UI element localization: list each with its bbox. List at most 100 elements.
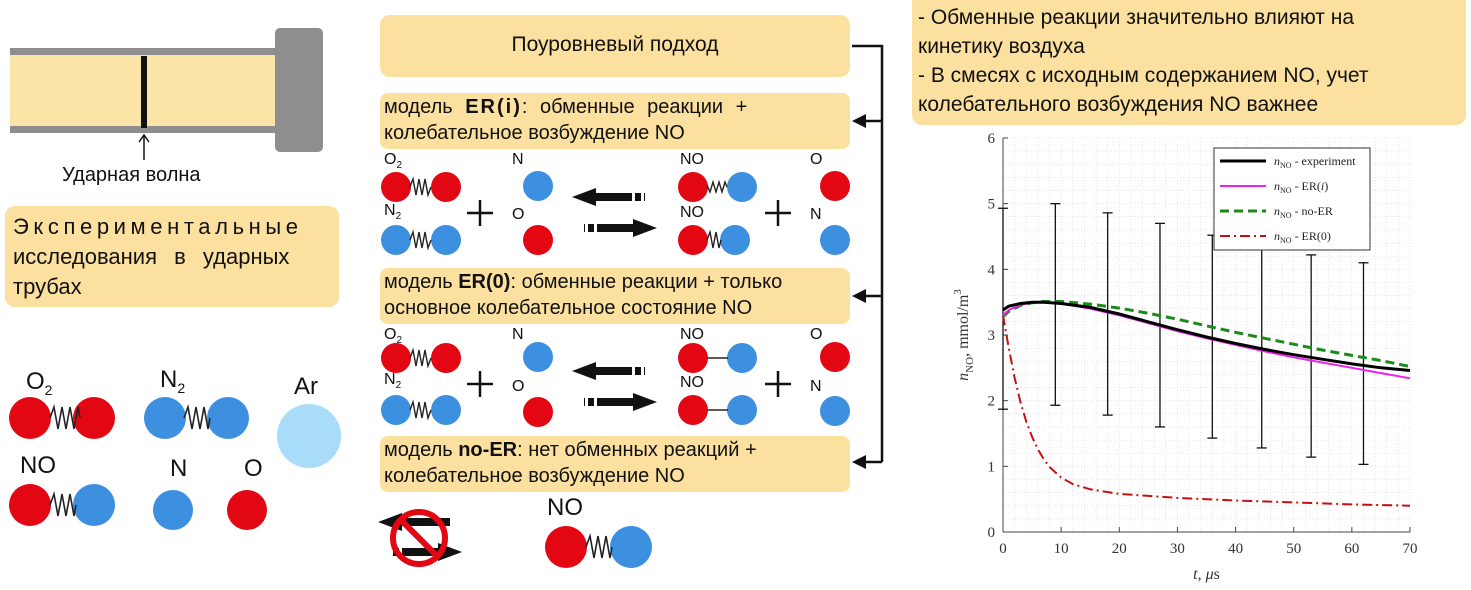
r1-equilibrium-arrows-icon [572,188,657,237]
approach-box: Поуровневый подход [380,15,850,77]
shock-front [141,56,147,128]
x-tick-label: 40 [1228,541,1243,557]
r1-n-label: N [512,151,524,168]
shock-tube-end-wall [275,28,323,152]
conclusion-line-4: колебательного возбуждения NO важнее [918,93,1319,116]
r2-plus-right-icon [765,371,791,397]
x-tick-label: 70 [1403,541,1418,557]
y-tick-label: 0 [988,525,996,541]
no-molecule-bottom-icon [545,526,652,568]
r1-n-atom-icon [523,171,553,201]
series-line-0 [1002,300,1411,372]
model-er-0-line-2: основное колебательное состояние NO [384,297,753,319]
r1-no-molecule-1-icon [678,172,757,202]
r2-o-right-label: O [810,326,823,343]
r1-o-right-atom-icon [820,171,850,201]
r1-n-right-atom-icon [820,225,850,255]
x-tick-label: 10 [1054,541,1069,557]
conclusion-line-2: кинетику воздуха [918,35,1085,58]
shock-wave-label: Ударная волна [62,164,201,186]
r2-o-label: O [512,378,525,395]
r2-n-label: N [512,326,524,343]
no-bottom-label: NO [547,494,583,521]
r1-no-label-1: NO [680,151,704,168]
species-no-label: NO [20,452,56,479]
y-tick-label: 3 [988,328,996,344]
r2-no-molecule-1-icon [678,343,757,373]
r2-o-right-atom-icon [820,342,850,372]
r2-n-atom-icon [523,342,553,372]
shock-tube-wall-bottom [10,126,278,133]
y-tick-label: 2 [988,394,996,410]
arrow-er-i-icon [852,114,866,128]
species-o2-label: O2 [26,368,53,398]
y-tick-label: 5 [988,197,996,213]
species-n2-label: N2 [160,366,186,396]
legend-label-3: nNO - ER(0) [1274,229,1331,245]
model-er-i-line-2: колебательное возбуждение NO [384,122,685,144]
r1-o2-label: O2 [384,151,403,172]
x-tick-label: 20 [1112,541,1127,557]
legend-box [1213,147,1371,251]
arrow-er-0-icon [852,289,866,303]
o-atom-icon [227,490,267,530]
r1-o2-molecule-icon [381,172,461,202]
r2-n-right-label: N [810,378,822,395]
r1-o-right-label: O [810,151,823,168]
model-er-0-box: модель ER(0): обменные реакции + только … [380,268,850,324]
y-axis-label: nNO, mmol/m3 [952,289,976,381]
r2-plus-left-icon [467,371,493,397]
shock-tube-wall-top [10,48,278,55]
r1-no-label-2: NO [680,204,704,221]
experiment-box: Экспериментальные исследования в ударных… [5,206,339,307]
approach-title: Поуровневый подход [511,33,719,56]
r2-o-atom-icon [523,397,553,427]
model-er-i-box: модель ER(i): обменные реакции + колебат… [380,93,850,149]
r2-no-label-2: NO [680,374,704,391]
legend-label-2: nNO - no-ER [1274,204,1333,220]
x-tick-label: 30 [1170,541,1185,557]
species-ar-label: Ar [294,373,318,400]
experiment-line-3: трубах [13,274,82,299]
r1-plus-right-icon [765,200,791,226]
model-no-er-line-2: колебательное возбуждение NO [384,465,685,487]
conclusion-line-1: - Обменные реакции значительно влияют на [918,6,1355,29]
r1-o-atom-icon [523,225,553,255]
r2-n2-label: N2 [384,371,402,392]
series-line-3 [1002,315,1411,507]
x-tick-label: 60 [1344,541,1359,557]
r1-plus-left-icon [467,200,493,226]
shock-arrow-icon [138,133,150,143]
model-no-er-box: модель no-ER: нет обменных реакций + кол… [380,436,850,492]
legend-label-1: nNO - ER(i) [1274,179,1328,195]
model-er-0-line-1: модель ER(0): обменные реакции + только [384,271,783,293]
r1-n-right-label: N [810,206,822,223]
y-tick-label: 6 [988,131,996,147]
conclusions-box: - Обменные реакции значительно влияют на… [912,0,1466,125]
species-o-label: O [244,455,263,482]
r1-no-molecule-2-icon [678,225,750,255]
n2-molecule-icon [144,397,249,439]
ar-atom-icon [277,404,341,468]
x-tick-label: 0 [999,541,1007,557]
model-no-er-line-1: модель no-ER: нет обменных реакций + [384,439,757,461]
experiment-line-2: исследования в ударных [13,244,290,269]
r2-o2-label: O2 [384,326,403,347]
r1-o-label: O [512,206,525,223]
species-n-label: N [170,455,188,482]
model-er-i-line-1: модель ER(i): обменные реакции + [384,96,748,118]
r2-no-molecule-2-icon [678,395,757,425]
y-tick-label: 4 [988,262,996,278]
r2-no-label-1: NO [680,326,704,343]
arrow-no-er-icon [852,455,866,469]
o2-molecule-icon [9,397,115,439]
r2-o2-molecule-icon [381,343,461,373]
experiment-line-1: Экспериментальные [13,214,303,239]
y-tick-label: 1 [988,459,996,475]
r2-n2-molecule-icon [381,395,461,425]
no-exchange-icon [378,509,462,567]
